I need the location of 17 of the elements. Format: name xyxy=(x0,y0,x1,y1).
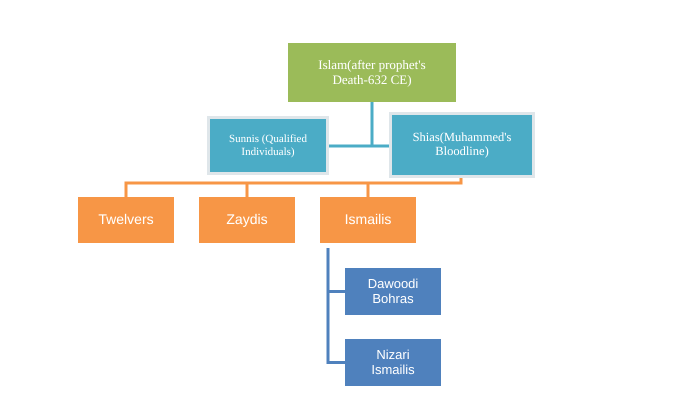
box-label: Zaydis xyxy=(226,212,268,228)
category-box xyxy=(389,112,535,178)
category-box xyxy=(207,116,329,175)
category-box xyxy=(345,268,441,315)
box-label: Shias(Muhammed's Bloodline) xyxy=(412,131,512,159)
category-box xyxy=(345,339,441,386)
category-box xyxy=(199,197,295,243)
box-label: Nizari Ismailis xyxy=(370,348,416,377)
category-box xyxy=(78,197,174,243)
box-label: Ismailis xyxy=(344,212,392,228)
box-label: Twelvers xyxy=(98,212,154,228)
box-label: Dawoodi Bohras xyxy=(366,277,420,306)
category-box xyxy=(288,43,456,102)
connector-line xyxy=(370,102,389,148)
box-label: Sunnis (Qualified Individuals) xyxy=(228,133,308,158)
box-label: Islam(after prophet's Death-632 CE) xyxy=(317,58,427,87)
category-box xyxy=(320,197,416,243)
